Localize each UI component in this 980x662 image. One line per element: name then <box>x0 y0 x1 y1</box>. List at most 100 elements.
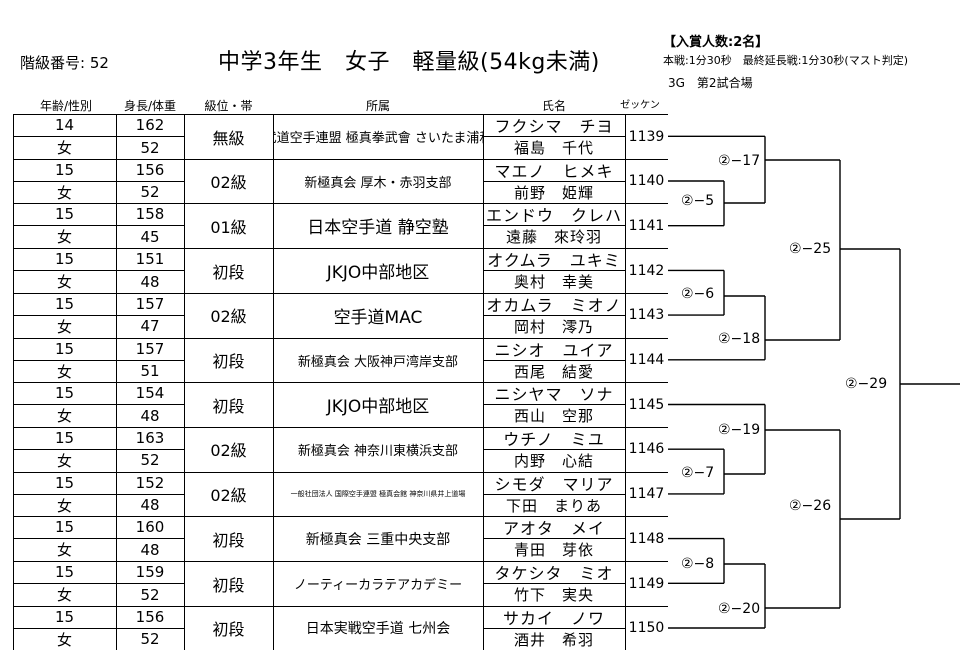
competitor-name-kana: エンドウ クレハ <box>485 206 622 226</box>
competitor-height: 151 <box>135 250 165 269</box>
competitor-name-kana: ニシヤマ ソナ <box>494 385 614 405</box>
competitor-name-kana: シモダ マリア <box>494 474 614 494</box>
competitor-name-kana: ニシオ ユイア <box>494 340 614 360</box>
competitor-number: 1150 <box>628 620 665 637</box>
competitor-height: 158 <box>135 205 165 224</box>
match-label-2-29: ②−29 <box>844 376 889 392</box>
match-label-2-8: ②−8 <box>680 556 716 572</box>
competitor-name-kana: マエノ ヒメキ <box>494 161 614 181</box>
competitor-weight: 51 <box>140 362 160 380</box>
match-label-2-26: ②−26 <box>788 498 833 514</box>
competitor-name-kanji: 竹下 実央 <box>513 586 594 604</box>
competitor-weight: 52 <box>140 138 160 157</box>
competitor-club: 空手道MAC <box>333 307 423 328</box>
competitor-age: 15 <box>54 294 75 313</box>
competitor-sex: 女 <box>56 407 72 426</box>
class-number: 階級番号: 52 <box>20 54 109 72</box>
competitor-weight: 48 <box>140 406 160 425</box>
competitor-height: 157 <box>135 339 165 358</box>
column-header-rank: 級位・帯 <box>204 99 253 113</box>
competitor-rank: 02級 <box>210 486 247 506</box>
award-count: 【入賞人数:2名】 <box>663 35 769 50</box>
competitor-age: 15 <box>54 607 75 626</box>
competitor-rank: 初段 <box>212 575 245 595</box>
competitor-club: 新極真会 三重中央支部 <box>305 531 451 548</box>
competitor-age: 15 <box>54 160 75 179</box>
competitor-name-kanji: 西尾 結愛 <box>513 362 594 381</box>
competitor-height: 163 <box>135 428 165 447</box>
competitor-name-kanji: 西山 空那 <box>513 407 594 426</box>
competitor-number: 1147 <box>628 486 665 503</box>
match-label-2-25: ②−25 <box>788 241 833 257</box>
competitor-club: 極真武道空手連盟 極真拳武會 さいたま浦和支部 <box>273 131 483 146</box>
competitor-weight: 52 <box>140 451 160 470</box>
competitor-name-kana: タケシタ ミオ <box>494 564 614 583</box>
competitor-name-kanji: 奥村 幸美 <box>513 273 594 292</box>
competitor-number: 1145 <box>628 396 665 413</box>
competitor-weight: 52 <box>140 183 160 202</box>
match-label-2-17: ②−17 <box>717 153 762 169</box>
competitor-height: 162 <box>135 116 165 134</box>
competitor-club: 新極真会 大阪神戸湾岸支部 <box>297 354 459 370</box>
competitor-number: 1149 <box>628 575 665 592</box>
match-label-2-7: ②−7 <box>680 465 716 481</box>
competitor-name-kana: ウチノ ミユ <box>503 429 605 449</box>
competitor-weight: 48 <box>140 496 160 515</box>
competitor-name-kana: オカムラ ミオノ <box>486 295 622 315</box>
match-label-2-18: ②−18 <box>717 331 762 347</box>
competitor-rank: 01級 <box>210 217 247 237</box>
competitor-club: JKJO中部地区 <box>326 397 430 418</box>
competitor-sex: 女 <box>56 183 72 202</box>
competitor-weight: 45 <box>140 227 160 246</box>
competitor-height: 154 <box>135 384 165 403</box>
competitor-weight: 48 <box>140 272 160 291</box>
competitor-age: 14 <box>54 116 75 134</box>
competitor-rank: 02級 <box>210 173 247 193</box>
competitor-age: 15 <box>54 250 75 269</box>
page-title: 中学3年生 女子 軽量級(54kg未満) <box>218 50 600 75</box>
competitor-sex: 女 <box>56 139 72 157</box>
competitor-age: 15 <box>54 205 75 224</box>
competitor-height: 157 <box>135 294 165 313</box>
competitor-height: 156 <box>135 160 165 179</box>
competitor-name-kanji: 青田 芽依 <box>513 541 594 560</box>
competitor-height: 159 <box>135 563 165 581</box>
venue-label: 3G 第2試合場 <box>668 76 753 90</box>
competitor-name-kana: アオタ メイ <box>502 519 605 539</box>
column-header-club: 所属 <box>365 99 390 113</box>
competitor-name-kanji: 遠藤 來玲羽 <box>505 228 602 247</box>
competitor-sex: 女 <box>56 586 72 604</box>
match-label-2-20: ②−20 <box>717 601 762 617</box>
competitor-number: 1143 <box>628 307 665 324</box>
competitor-weight: 47 <box>140 317 160 336</box>
competitor-table: 14女16252無級極真武道空手連盟 極真拳武會 さいたま浦和支部フクシマ チヨ… <box>13 114 668 650</box>
competitor-rank: 無級 <box>212 128 245 148</box>
competitor-sex: 女 <box>56 228 72 247</box>
competitor-rank: 初段 <box>212 262 245 282</box>
competitor-number: 1148 <box>628 530 665 547</box>
competitor-weight: 52 <box>140 630 160 649</box>
competitor-name-kanji: 下田 まりあ <box>505 496 602 515</box>
competitor-name-kana: サカイ ノワ <box>502 608 605 628</box>
competitor-club: 一般社団法人 国際空手連盟 極真会館 神奈川県井上道場 <box>290 490 466 499</box>
column-header-height-weight: 身長/体重 <box>123 99 177 113</box>
competitor-age: 15 <box>54 339 75 358</box>
competitor-number: 1141 <box>628 217 665 234</box>
competitor-rank: 02級 <box>210 441 247 461</box>
column-header-name: 氏名 <box>541 99 566 113</box>
competitor-name-kanji: 前野 姫輝 <box>513 183 594 202</box>
competitor-name-kanji: 内野 心結 <box>513 451 594 470</box>
competitor-club: 日本空手道 静空塾 <box>307 218 449 239</box>
competitor-sex: 女 <box>56 273 72 292</box>
competitor-number: 1142 <box>628 262 665 279</box>
competitor-rank: 初段 <box>212 530 245 550</box>
competitor-sex: 女 <box>56 317 72 336</box>
match-label-2-5: ②−5 <box>680 193 716 209</box>
